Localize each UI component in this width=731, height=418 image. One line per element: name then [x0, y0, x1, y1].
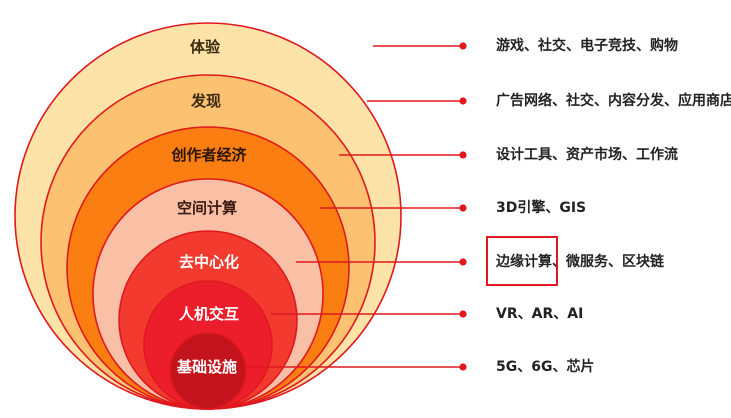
- description-chuangzuozhe: 设计工具、资产市场、工作流: [496, 146, 678, 163]
- layer-labels: 体验 发现 创作者经济 空间计算 去中心化 人机交互 基础设施: [170, 38, 247, 376]
- layer-label-tiyan: 体验: [190, 38, 221, 56]
- connector-dot-4: [459, 204, 467, 212]
- outline-7: [169, 332, 247, 410]
- connector-dot-7: [459, 363, 467, 371]
- highlight-box: [486, 236, 558, 286]
- layer-label-faxian: 发现: [190, 92, 221, 110]
- layer-label-chuangzuozhe: 创作者经济: [170, 146, 247, 164]
- description-tiyan: 游戏、社交、电子竞技、购物: [496, 37, 678, 54]
- layer-label-renji: 人机交互: [179, 305, 239, 323]
- connector-dots: [459, 42, 467, 371]
- connector-dot-5: [459, 258, 467, 266]
- layer-label-quzhongxin: 去中心化: [179, 253, 239, 271]
- layer-label-kongjian: 空间计算: [177, 199, 237, 217]
- description-faxian: 广告网络、社交、内容分发、应用商店: [496, 92, 731, 109]
- connector-dot-1: [459, 42, 467, 50]
- highlighted-term: 边缘计算: [495, 253, 552, 270]
- circle-outlines: [14, 22, 402, 410]
- layer-label-jichu: 基础设施: [176, 358, 237, 376]
- description-renji: VR、AR、AI: [496, 306, 583, 322]
- description-quzhongxin: 边缘计算、微服务、区块链: [495, 253, 665, 270]
- connectors: [245, 45, 461, 368]
- layer-descriptions: 游戏、社交、电子竞技、购物 广告网络、社交、内容分发、应用商店 设计工具、资产市…: [495, 37, 731, 375]
- connector-dot-2: [459, 97, 467, 105]
- description-jichu: 5G、6G、芯片: [496, 358, 594, 375]
- connector-dot-6: [459, 310, 467, 318]
- connector-dot-3: [459, 151, 467, 159]
- circle-jichu: [170, 333, 246, 409]
- description-rest: 、微服务、区块链: [552, 253, 665, 270]
- description-kongjian: 3D引擎、GIS: [496, 199, 586, 216]
